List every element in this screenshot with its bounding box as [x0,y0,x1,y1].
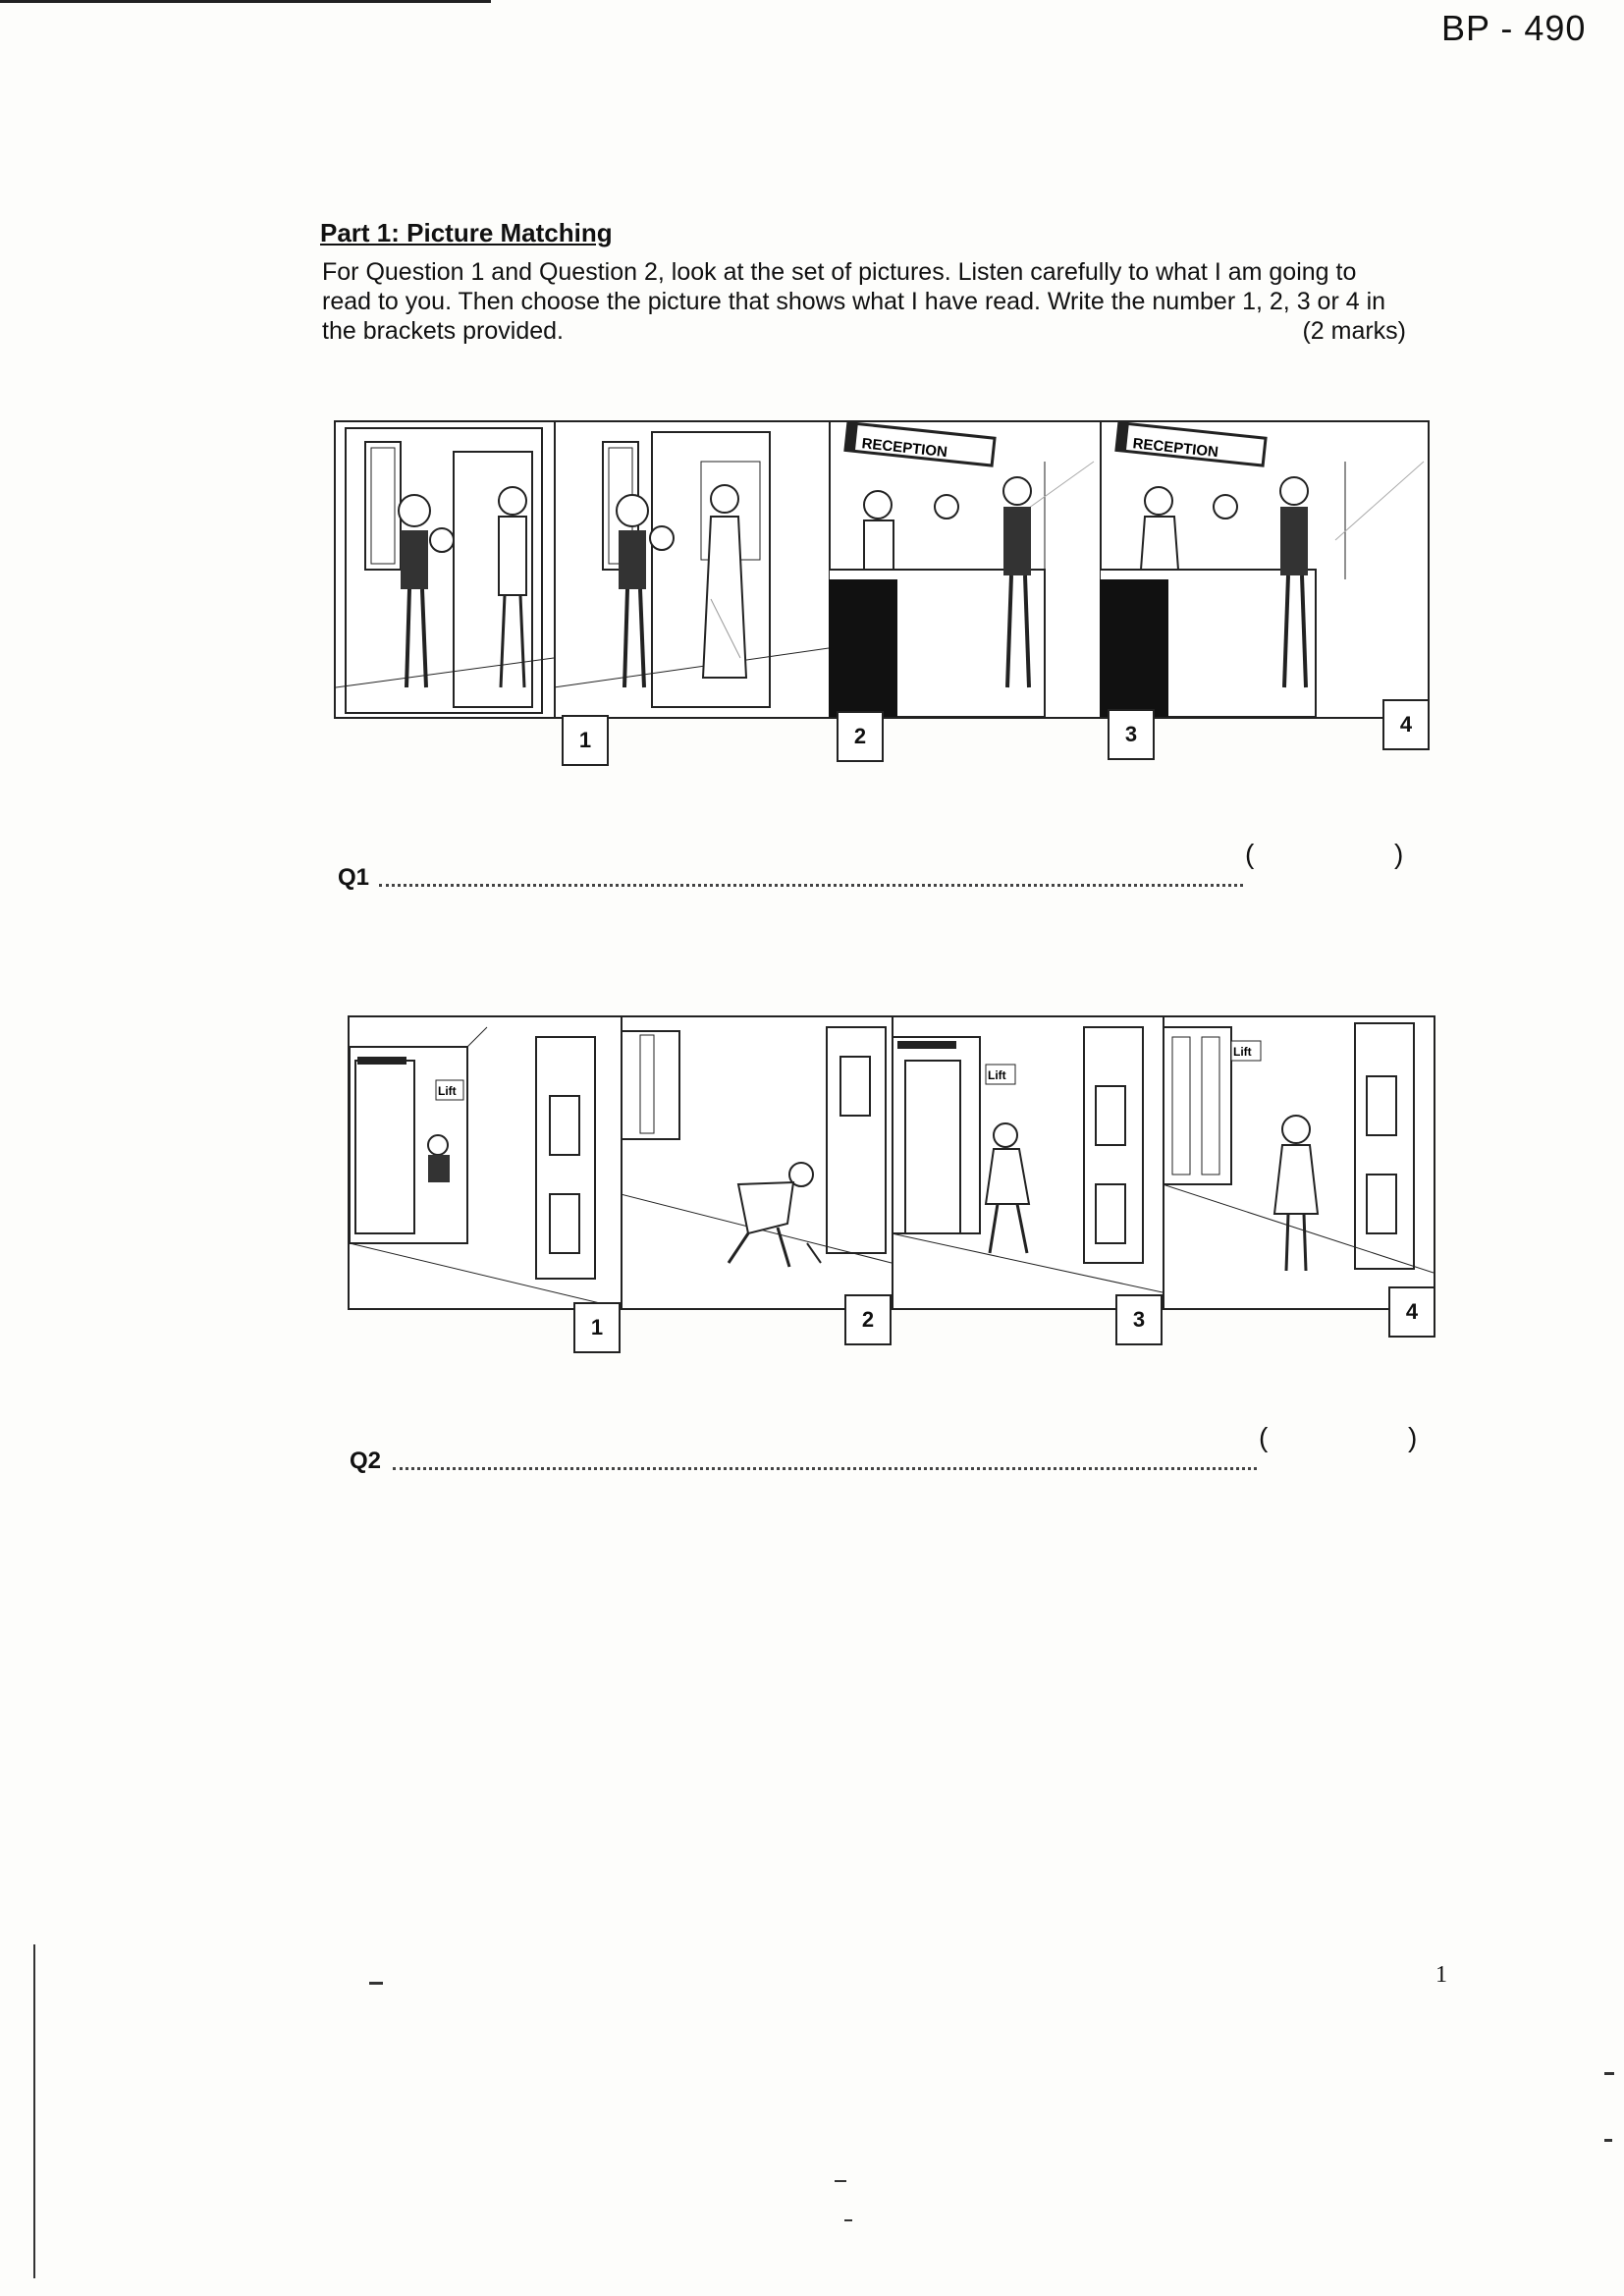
set2-number-4: 4 [1388,1286,1435,1338]
q1-close-bracket: ) [1394,839,1404,869]
instructions: For Question 1 and Question 2, look at t… [322,257,1406,346]
girl-running-illustration: Lift [892,1026,1163,1293]
scan-mark [1604,2139,1612,2142]
picture-2-3: Lift [892,1017,1164,1308]
picture-set-2: Lift [348,1015,1435,1310]
q2-answer-box[interactable] [1274,1422,1408,1457]
scan-mark [1604,2072,1614,2075]
doorway-scene-illustration [336,427,554,714]
q2-label: Q2 [350,1448,382,1474]
lift-sign-2: Lift [988,1068,1006,1082]
set2-number-2: 2 [844,1294,892,1345]
set2-number-3: 3 [1115,1294,1163,1345]
picture-2-4: Lift [1163,1017,1434,1308]
set1-number-3: 3 [1108,709,1155,760]
document-code: BP - 490 [1441,8,1587,48]
instructions-text: For Question 1 and Question 2, look at t… [322,258,1386,345]
q1-label: Q1 [338,864,370,891]
picture-1-4: RECEPTION [1100,422,1428,717]
picture-1-3: RECEPTION [829,422,1102,717]
picture-2-1: Lift [350,1017,623,1308]
scan-mark [33,1944,35,2278]
doorway-lady-illustration [554,426,829,717]
set1-number-2: 2 [837,711,884,762]
top-rule [0,0,491,3]
q2-answer-line [393,1467,1257,1470]
marks-label: (2 marks) [1302,317,1406,345]
scan-mark [844,2219,852,2221]
set1-number-4: 4 [1382,699,1430,750]
page-number: 1 [1435,1962,1447,1988]
q1-answer-line [379,884,1243,887]
lift-sign-3: Lift [1233,1045,1252,1059]
scan-mark [835,2180,846,2182]
q2-open-bracket: ( [1259,1422,1269,1452]
picture-2-2 [621,1017,893,1308]
reception-lady-illustration: RECEPTION [1100,422,1425,717]
set1-number-1: 1 [562,715,609,766]
reception-man-illustration: RECEPTION [829,422,1095,717]
girl-picking-up-illustration [621,1026,892,1268]
q2-close-bracket: ) [1408,1422,1418,1452]
scan-mark [369,1982,383,1985]
q1-answer-box[interactable] [1261,839,1394,874]
lift-corridor-illustration: Lift [350,1026,621,1308]
girl-standing-illustration: Lift [1163,1022,1434,1274]
picture-set-1: RECEPTION RECEPTION [334,420,1430,719]
picture-1-2 [554,422,831,717]
picture-1-1 [336,422,556,717]
q1-open-bracket: ( [1245,839,1255,869]
lift-sign-1: Lift [438,1084,457,1098]
set2-number-1: 1 [573,1302,621,1353]
section-heading: Part 1: Picture Matching [320,218,613,247]
